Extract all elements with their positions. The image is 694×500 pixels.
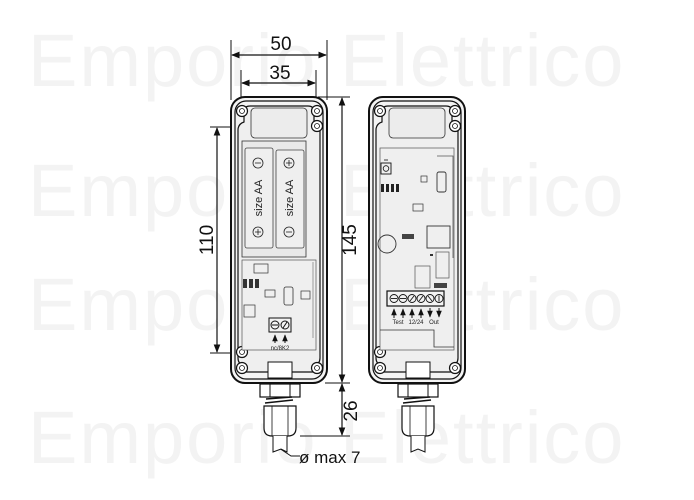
dimension-overall-width: 50 [230,34,328,100]
dip-switch [381,184,399,192]
terminal-label-out: Out [429,320,439,326]
screw-icon [373,104,462,375]
dim-label-26: 26 [341,400,362,421]
cable-gland [259,383,301,453]
dim-label-145: 145 [340,224,361,256]
dimension-overall-height: 145 [318,96,361,384]
screw-icon [235,104,324,375]
dim-label-35: 35 [269,63,290,84]
battery-aa-2: size AA [275,149,305,249]
battery-label: size AA [284,179,296,216]
cable-gland [397,383,439,453]
dim-label-cable-diameter: ø max 7 [299,448,360,467]
dim-label-50: 50 [270,34,291,55]
terminal-block-nc-8k2: nc/8K2 [268,317,292,352]
dimension-gland-length: 26 [300,383,362,437]
terminal-label: nc/8K2 [271,346,290,352]
right-enclosure-view: Test 12/24 Out [368,96,466,453]
test-pushbutton [380,159,392,175]
battery-aa-1: size AA [244,147,274,249]
left-enclosure-view: size AA size AA nc/8K2 [230,96,328,453]
dimension-inner-height: 110 [197,126,236,354]
buzzer [377,234,397,254]
battery-label: size AA [253,179,265,216]
terminal-block-main: Test 12/24 Out [386,290,445,326]
terminal-label-supply: 12/24 [408,320,424,326]
dim-label-110: 110 [197,225,218,255]
cable-diameter-callout: ø max 7 [278,447,360,467]
jumper [402,234,414,239]
terminal-label-test: Test [392,320,403,326]
